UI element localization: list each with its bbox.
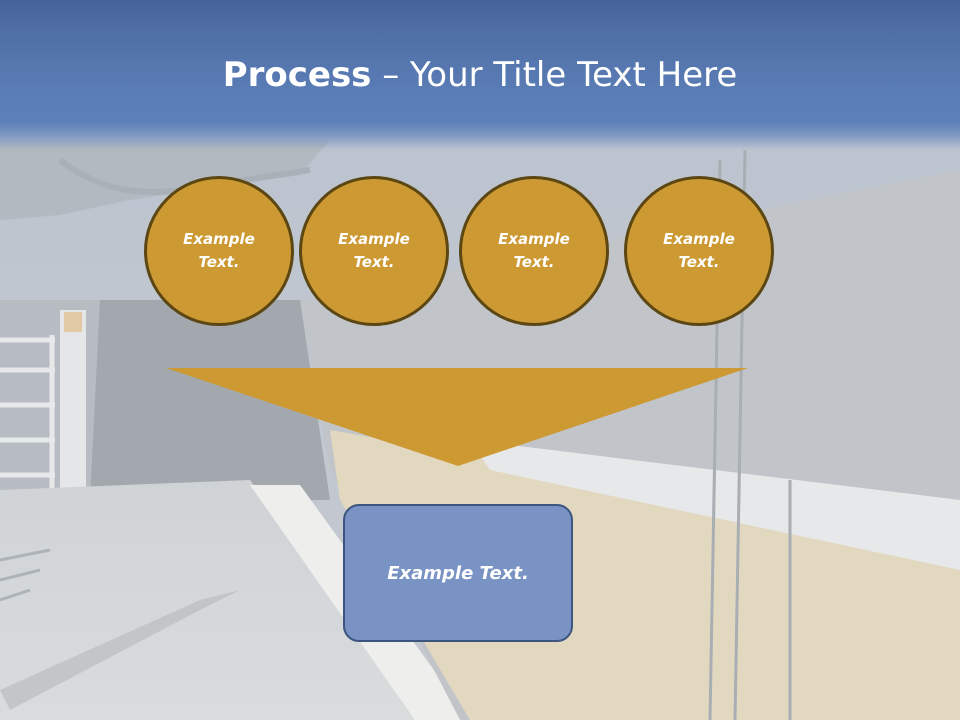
- input-circle-label: Example Text.: [338, 230, 410, 271]
- slide-title-bold: Process: [222, 55, 372, 95]
- input-circle-1: Example Text.: [144, 176, 294, 326]
- input-circle-label: Example Text.: [663, 230, 735, 271]
- input-circle-label: Example Text.: [498, 230, 570, 271]
- output-box: Example Text.: [343, 504, 573, 642]
- slide-title-rest: – Your Title Text Here: [371, 55, 738, 95]
- input-circle-3: Example Text.: [459, 176, 609, 326]
- output-box-label: Example Text.: [387, 562, 529, 584]
- funnel-triangle: [166, 368, 748, 466]
- header-band: Process – Your Title Text Here: [0, 0, 960, 150]
- slide-title: Process – Your Title Text Here: [0, 50, 960, 100]
- input-circle-label: Example Text.: [183, 230, 255, 271]
- input-circle-4: Example Text.: [624, 176, 774, 326]
- input-circle-2: Example Text.: [299, 176, 449, 326]
